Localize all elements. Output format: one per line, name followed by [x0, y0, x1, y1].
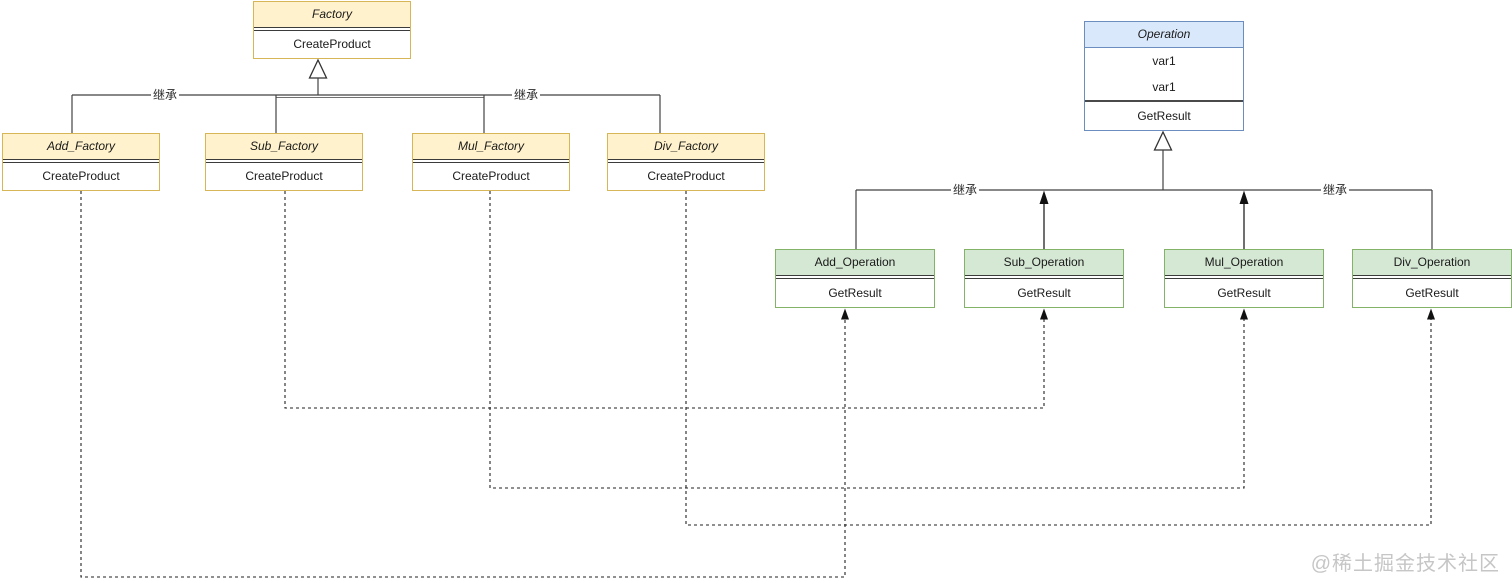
class-field: var1 [1085, 48, 1243, 74]
class-title: Mul_Factory [413, 134, 569, 159]
class-title: Add_Factory [3, 134, 159, 159]
class-title: Mul_Operation [1165, 250, 1323, 275]
class-title: Operation [1085, 22, 1243, 48]
class-method: CreateProduct [3, 163, 159, 190]
class-method: GetResult [965, 279, 1123, 307]
member-separator [206, 159, 362, 163]
member-separator [776, 275, 934, 279]
class-box-factory: Factory CreateProduct [253, 1, 411, 59]
class-method: GetResult [1353, 279, 1511, 307]
class-title: Div_Operation [1353, 250, 1511, 275]
member-separator [965, 275, 1123, 279]
class-title: Add_Operation [776, 250, 934, 275]
class-method: CreateProduct [413, 163, 569, 190]
member-separator [1165, 275, 1323, 279]
class-method: GetResult [776, 279, 934, 307]
class-box-operation: Operation var1 var1 GetResult [1084, 21, 1244, 131]
dependency-edge-div [685, 191, 1432, 526]
class-box-sub-factory: Sub_Factory CreateProduct [205, 133, 363, 191]
member-separator [1085, 100, 1243, 102]
class-method: CreateProduct [254, 31, 410, 58]
class-title: Sub_Operation [965, 250, 1123, 275]
member-separator [3, 159, 159, 163]
dependency-edge-mul [489, 191, 1245, 489]
class-method: CreateProduct [608, 163, 764, 190]
class-box-div-operation: Div_Operation GetResult [1352, 249, 1512, 308]
member-separator [608, 159, 764, 163]
watermark-text: @稀土掘金技术社区 [1310, 553, 1500, 575]
dependency-arrowhead-add [841, 308, 849, 320]
class-method: GetResult [1085, 102, 1243, 130]
member-separator [1353, 275, 1511, 279]
inheritance-label: 继承 [150, 88, 180, 102]
class-box-add-factory: Add_Factory CreateProduct [2, 133, 160, 191]
dependency-arrowhead-div [1427, 308, 1435, 320]
class-field: var1 [1085, 74, 1243, 100]
dependency-edge-add [80, 191, 846, 578]
class-box-add-operation: Add_Operation GetResult [775, 249, 935, 308]
class-box-mul-factory: Mul_Factory CreateProduct [412, 133, 570, 191]
class-title: Div_Factory [608, 134, 764, 159]
class-box-div-factory: Div_Factory CreateProduct [607, 133, 765, 191]
member-separator [413, 159, 569, 163]
class-box-sub-operation: Sub_Operation GetResult [964, 249, 1124, 308]
class-title: Sub_Factory [206, 134, 362, 159]
class-method: CreateProduct [206, 163, 362, 190]
class-title: Factory [254, 2, 410, 27]
dependency-arrowhead-mul [1240, 308, 1248, 320]
solid-arrowhead-mul-operation [1239, 190, 1249, 204]
generalization-arrowhead-operation [1153, 130, 1173, 151]
inheritance-label: 继承 [1320, 183, 1350, 197]
member-separator [254, 27, 410, 31]
class-method: GetResult [1165, 279, 1323, 307]
class-box-mul-operation: Mul_Operation GetResult [1164, 249, 1324, 308]
inheritance-label: 继承 [511, 88, 541, 102]
generalization-arrowhead-factory [308, 58, 328, 79]
dependency-edge-sub [284, 191, 1045, 409]
inheritance-label: 继承 [950, 183, 980, 197]
dependency-arrowhead-sub [1040, 308, 1048, 320]
solid-arrowhead-sub-operation [1039, 190, 1049, 204]
